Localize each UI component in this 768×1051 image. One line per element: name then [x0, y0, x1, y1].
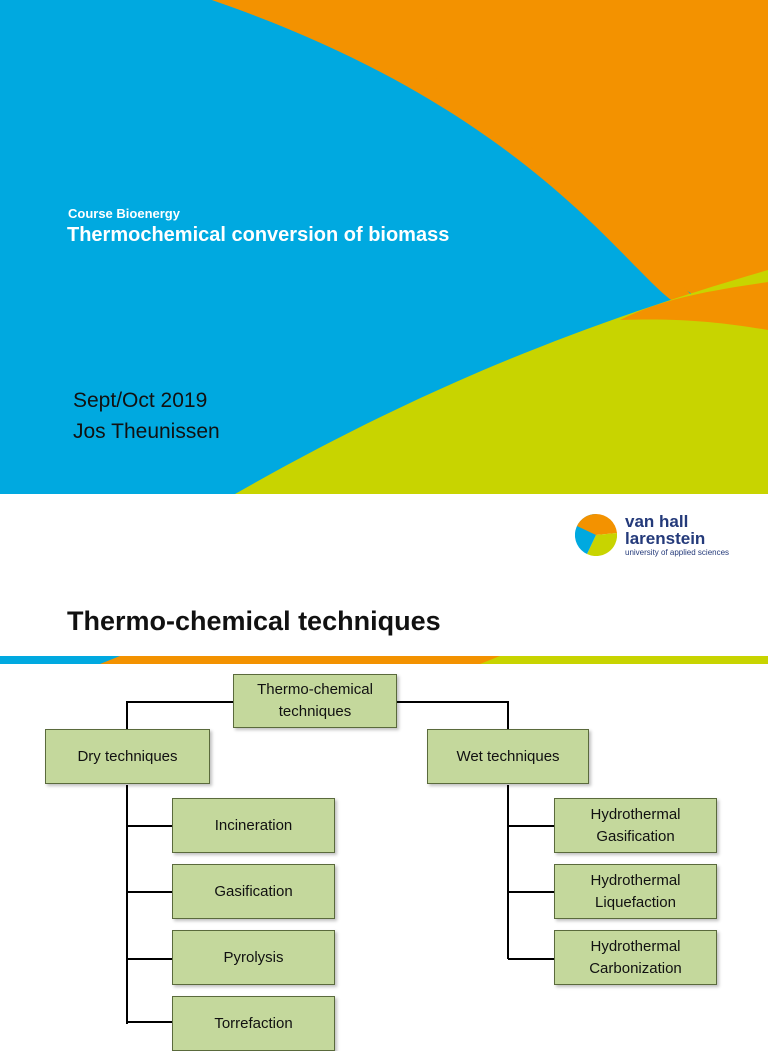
root-node-line2: techniques — [278, 703, 352, 720]
vhl-logo-icon — [575, 514, 617, 556]
wet-item-hydrothermal-gasification: Hydrothermal Gasification — [554, 798, 717, 853]
wet-item-line1: Hydrothermal — [590, 937, 681, 955]
title-slide: Course Bioenergy Thermochemical conversi… — [0, 0, 768, 494]
tree-connectors — [126, 701, 554, 1024]
wet-item-line1: Hydrothermal — [590, 805, 681, 823]
dry-item-pyrolysis: Pyrolysis — [172, 930, 335, 985]
dry-item-incineration: Incineration — [172, 798, 335, 853]
author-text: Jos Theunissen — [73, 420, 220, 443]
course-label: Course Bioenergy — [68, 206, 180, 221]
dry-item-label: Gasification — [214, 882, 293, 900]
dry-item-gasification: Gasification — [172, 864, 335, 919]
color-stripe — [0, 656, 768, 664]
wet-item-line1: Hydrothermal — [590, 871, 681, 889]
dry-techniques-label: Dry techniques — [77, 747, 178, 765]
wet-techniques-node: Wet techniques — [427, 729, 589, 784]
wet-item-hydrothermal-carbonization: Hydrothermal Carbonization — [554, 930, 717, 985]
date-text: Sept/Oct 2019 — [73, 389, 208, 412]
dry-item-label: Incineration — [214, 816, 293, 834]
slide2-title: Thermo-chemical techniques — [67, 606, 441, 636]
dry-item-label: Torrefaction — [214, 1015, 293, 1032]
title-slide-background — [0, 0, 768, 494]
slide-title: Thermochemical conversion of biomass — [67, 224, 450, 246]
dry-techniques-node: Dry techniques — [45, 729, 210, 784]
dry-item-label: Pyrolysis — [223, 948, 284, 966]
wet-item-line2: Gasification — [596, 827, 675, 845]
root-node: Thermo-chemical techniques — [233, 674, 397, 728]
techniques-slide: Thermo-chemical techniques Thermo-chemic… — [0, 576, 768, 1051]
wet-item-line2: Carbonization — [589, 959, 682, 977]
vhl-logo: van hall larenstein university of applie… — [575, 512, 760, 560]
logo-text-line1: van hall — [625, 512, 689, 531]
logo-text-line2: larenstein — [625, 529, 706, 548]
wet-techniques-label: Wet techniques — [456, 747, 560, 765]
wet-item-line2: Liquefaction — [595, 893, 676, 911]
logo-tagline: university of applied sciences — [625, 548, 730, 557]
wet-item-hydrothermal-liquefaction: Hydrothermal Liquefaction — [554, 864, 717, 919]
root-node-line1: Thermo-chemical — [257, 681, 373, 698]
